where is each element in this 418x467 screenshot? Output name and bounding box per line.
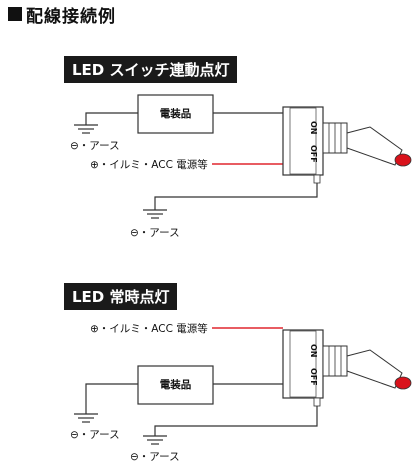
- power-label-1: ⊕・イルミ・ACC 電源等: [90, 159, 208, 171]
- led-lamp-1: [394, 153, 412, 167]
- wire-ground-to-box-2: [85, 383, 138, 414]
- ground-left-1: [74, 124, 98, 134]
- wire-switch-to-ground-1: [154, 189, 318, 210]
- wire-switch-to-ground-2: [154, 420, 318, 436]
- page-title: 配線接続例: [26, 6, 116, 27]
- section1-title: LED スイッチ連動点灯: [64, 56, 238, 83]
- section2-title: LED 常時点灯: [64, 283, 178, 310]
- equipment-box-2: [137, 365, 214, 405]
- switch-off-text-2: OFF: [309, 368, 318, 386]
- page-heading: 配線接続例: [8, 3, 116, 27]
- heading-square-icon: [8, 7, 22, 21]
- ground-left-label-1: ⊖・アース: [70, 140, 120, 152]
- switch-off-text-1: OFF: [309, 145, 318, 163]
- ground-left-2: [74, 413, 98, 423]
- ground-bottom-label-1: ⊖・アース: [130, 227, 180, 239]
- equipment-box-label-2: 電装品: [159, 379, 192, 391]
- switch-on-text-2: ON: [309, 344, 318, 358]
- section2-diagram: ON OFF: [74, 327, 412, 445]
- ground-bottom-1: [143, 209, 167, 219]
- equipment-box-1: [137, 94, 214, 134]
- section1-diagram: ON OFF: [74, 94, 412, 219]
- ground-bottom-2: [143, 435, 167, 445]
- equipment-box-label-1: 電装品: [159, 108, 192, 120]
- power-label-2: ⊕・イルミ・ACC 電源等: [90, 323, 208, 335]
- ground-left-label-2: ⊖・アース: [70, 429, 120, 441]
- ground-bottom-label-2: ⊖・アース: [130, 451, 180, 463]
- toggle-switch-1: [282, 106, 412, 189]
- led-lamp-2: [394, 376, 412, 390]
- switch-on-text-1: ON: [309, 121, 318, 135]
- wire-ground-to-box-1: [85, 112, 138, 125]
- toggle-switch-2: [282, 329, 412, 420]
